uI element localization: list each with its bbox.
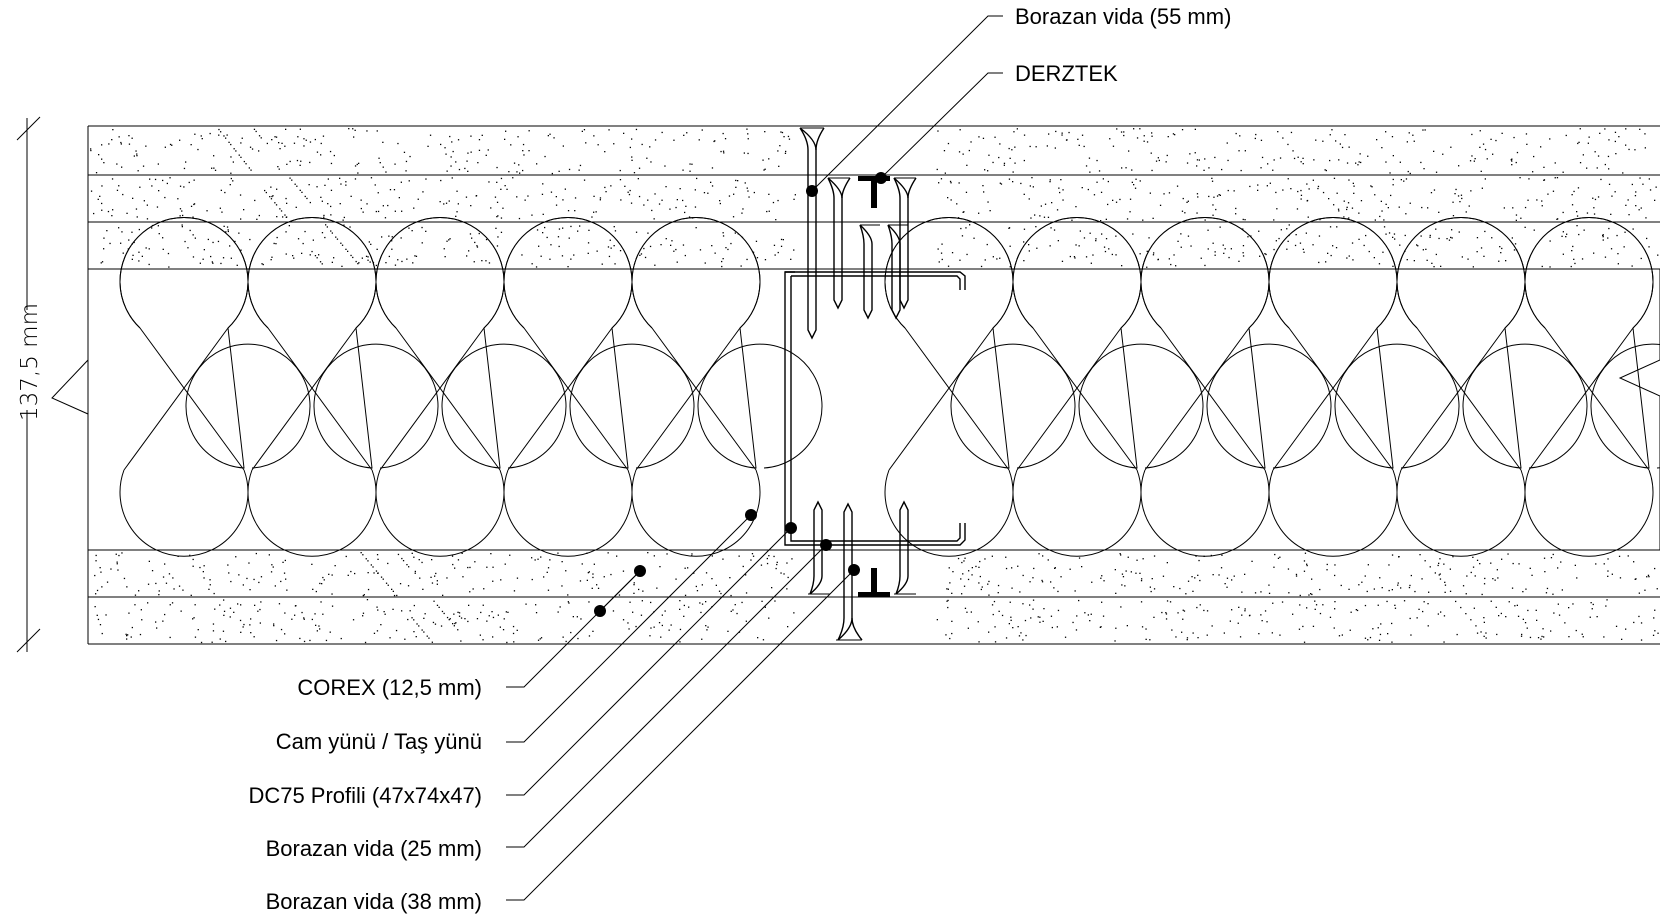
dimension-text: 137,5 mm — [17, 303, 43, 421]
label-screw-25: Borazan vida (25 mm) — [266, 836, 482, 861]
screw-38-bottom-1 — [808, 500, 830, 595]
dc75-profile — [784, 271, 966, 546]
break-line-right — [1618, 269, 1660, 550]
screw-55-top — [799, 127, 825, 340]
labels: Borazan vida (55 mm) DERZTEK COREX (12,5… — [248, 4, 1231, 914]
label-profile: DC75 Profili (47x74x47) — [248, 783, 482, 808]
screws — [799, 127, 917, 641]
dimension-line: 137,5 mm — [16, 116, 43, 653]
screw-25-top-1 — [859, 224, 880, 320]
screw-55-bottom — [836, 502, 863, 641]
derztek-joints — [858, 176, 890, 597]
screw-25-top-2 — [887, 224, 908, 320]
break-line-left — [51, 269, 89, 550]
label-wool: Cam yünü / Taş yünü — [276, 729, 482, 754]
screw-38-top-2 — [893, 177, 917, 310]
screw-38-top-1 — [827, 177, 851, 310]
label-screw-38: Borazan vida (38 mm) — [266, 889, 482, 914]
board-texture — [90, 128, 1659, 644]
label-derztek: DERZTEK — [1015, 61, 1118, 86]
insulation-wool — [119, 217, 1660, 557]
leader-lines — [506, 15, 1003, 901]
label-screw-55: Borazan vida (55 mm) — [1015, 4, 1231, 29]
label-corex: COREX (12,5 mm) — [297, 675, 482, 700]
screw-38-bottom-2 — [894, 500, 916, 595]
